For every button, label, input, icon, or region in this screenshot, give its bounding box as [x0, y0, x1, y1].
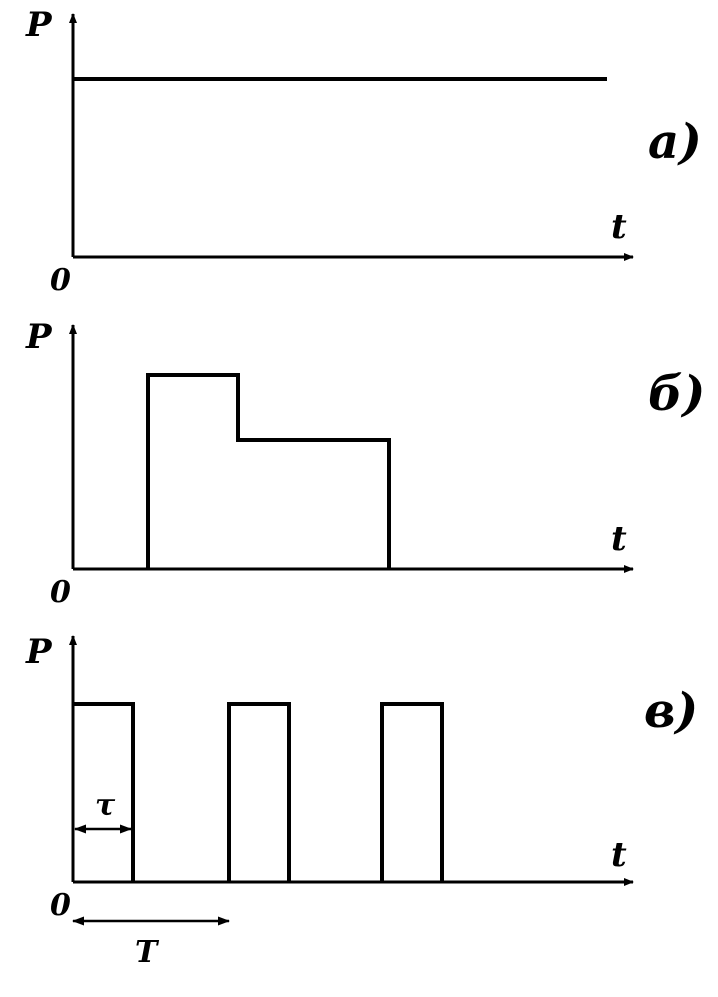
y-axis-label: P	[25, 632, 53, 672]
pulse-3	[380, 702, 444, 882]
y-axis-label: P	[25, 317, 53, 357]
origin-label: 0	[50, 263, 71, 298]
panel-a: P t 0 а)	[25, 5, 702, 298]
pulse-2	[227, 702, 291, 882]
pulse-1	[73, 702, 135, 882]
x-axis-label: t	[611, 835, 627, 875]
y-axis-label: P	[25, 5, 53, 45]
panel-c: τ T P t 0 в)	[25, 632, 698, 970]
stepped-pulse	[146, 373, 391, 569]
x-axis-label: t	[611, 207, 627, 247]
origin-label: 0	[50, 888, 71, 923]
panel-label: а)	[648, 114, 702, 170]
origin-label: 0	[50, 575, 71, 610]
period-label: T	[135, 935, 160, 970]
pulse-width-label: τ	[95, 788, 116, 823]
x-axis-label: t	[611, 519, 627, 559]
panel-label: в)	[644, 683, 698, 739]
panel-label: б)	[648, 366, 705, 422]
panel-b: P t 0 б)	[25, 317, 705, 610]
